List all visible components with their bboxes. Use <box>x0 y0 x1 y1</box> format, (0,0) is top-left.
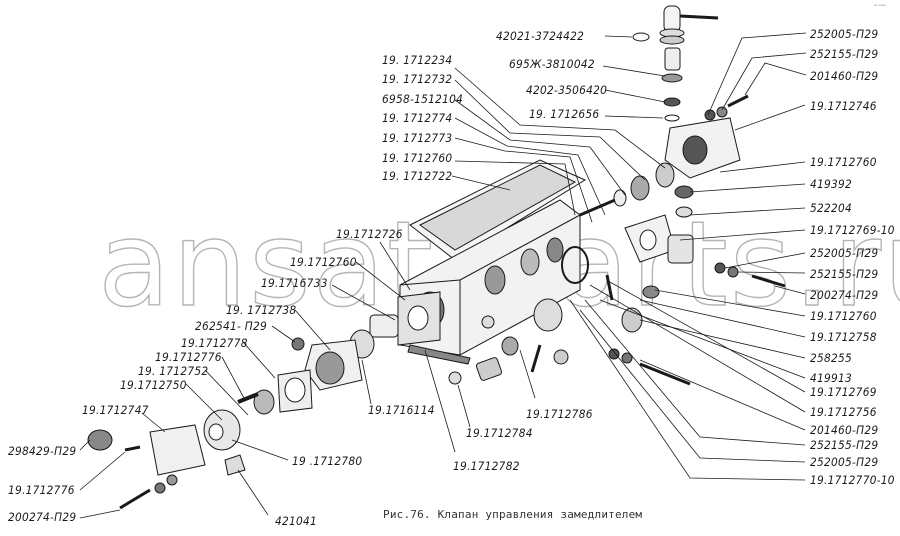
part-label: 19.1712750 <box>120 378 187 392</box>
part-label: 19 .1712780 <box>292 454 363 468</box>
part-label: 19.1716114 <box>368 403 435 417</box>
part-label: 19. 1712732 <box>382 72 453 86</box>
leader-lines <box>79 32 807 519</box>
top-flange-part <box>664 94 749 179</box>
part-label: 252155-П29 <box>810 267 879 281</box>
part-label: 252005-П29 <box>810 246 879 260</box>
part-label: 695Ж-3810042 <box>509 57 595 71</box>
part-label: 421041 <box>275 514 318 528</box>
valve-body-part <box>399 159 589 356</box>
part-label: 252155-П29 <box>810 47 879 61</box>
part-label: 201460-П29 <box>810 423 879 437</box>
part-label: 19.1712758 <box>810 330 877 344</box>
valve-head-part <box>632 5 719 122</box>
part-label: 201460-П29 <box>810 69 879 83</box>
part-label: 19.1712776 <box>155 350 222 364</box>
part-label: 258255 <box>810 351 853 365</box>
part-label: 19. 1712774 <box>382 111 453 125</box>
part-label: 19. 1712234 <box>382 53 453 67</box>
left-assembly-parts <box>87 291 441 510</box>
small-fittings <box>407 315 569 385</box>
part-label: 19. 1712752 <box>138 364 209 378</box>
part-label: 19.1716733 <box>261 276 328 290</box>
part-label: 19. 1712722 <box>382 169 453 183</box>
part-label: 419913 <box>810 371 853 385</box>
part-label: 200274-П29 <box>810 288 879 302</box>
part-label: 19. 1712773 <box>382 131 453 145</box>
part-label: 252005-П29 <box>810 27 879 41</box>
part-label: 252155-П29 <box>810 438 879 452</box>
part-label: 6958-1512104 <box>382 92 464 106</box>
part-label: 19.1712786 <box>526 407 593 421</box>
part-label: 19.1712726 <box>336 227 403 241</box>
part-label: 522204 <box>810 201 853 215</box>
part-label: 298429-П29 <box>8 444 77 458</box>
part-label: 19.1712747 <box>82 403 149 417</box>
part-label: 262541- П29 <box>195 319 268 333</box>
part-label: 42021-3724422 <box>496 29 585 43</box>
part-label: 419392 <box>810 177 853 191</box>
figure-caption: Рис.76. Клапан управления замедлителем <box>383 508 643 521</box>
corner-mark: ᵃˢ ᵇᵃᵃ <box>874 4 886 10</box>
part-label: 19. 1712656 <box>529 107 600 121</box>
part-label: 19.1712760 <box>810 309 877 323</box>
part-label: 19.1712784 <box>466 426 533 440</box>
part-label: 19.1712782 <box>453 459 520 473</box>
part-label: 19.1712776 <box>8 483 75 497</box>
part-label: 19.1712778 <box>181 336 248 350</box>
part-label: 19.1712770-10 <box>810 473 895 487</box>
part-label: 19.1712769-10 <box>810 223 895 237</box>
part-label: 19. 1712760 <box>382 151 453 165</box>
part-label: 19.1712760 <box>810 155 877 169</box>
part-label: 200274-П29 <box>8 510 77 524</box>
part-label: 19.1712746 <box>810 99 877 113</box>
spool-parts <box>579 162 675 217</box>
part-label: 19.1712760 <box>290 255 357 269</box>
part-label: 19.1712756 <box>810 405 877 419</box>
part-label: 4202-3506420 <box>526 83 608 97</box>
right-side-parts <box>605 185 786 386</box>
part-label: 252005-П29 <box>810 455 879 469</box>
part-label: 19. 1712738 <box>226 303 297 317</box>
part-label: 19.1712769 <box>810 385 877 399</box>
